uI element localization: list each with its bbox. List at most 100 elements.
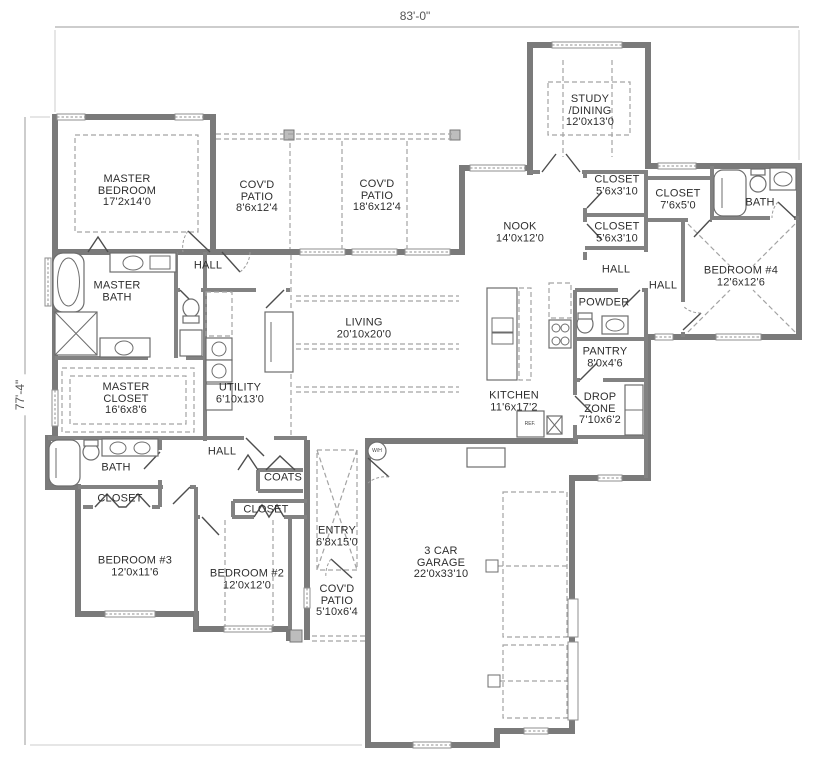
- overall-height-dimension: 77'-4": [13, 374, 27, 416]
- room-label-kitchen: KITCHEN 11'6x17'2: [489, 389, 539, 414]
- bath4-sink: [769, 167, 797, 191]
- room-label-nook: NOOK 14'0x12'0: [495, 220, 545, 245]
- room-name: 3 CAR: [424, 544, 458, 557]
- room-label-covd-patio-rear-large: COV'D PATIO 18'6x12'4: [353, 177, 401, 214]
- room-name: UTILITY: [218, 381, 262, 394]
- room-label-coats: COATS: [264, 472, 302, 484]
- room-label-hall-nook: HALL: [602, 264, 630, 276]
- room-label-closet-hall-upper: CLOSET 5'6x3'10: [594, 173, 640, 198]
- dashed-outlines: [61, 60, 796, 719]
- room-label-closet-bedroom3: CLOSET: [97, 493, 142, 505]
- room-name: CLOSET: [655, 187, 701, 200]
- room-size: 5'10x6'4: [316, 605, 358, 618]
- room-size: 17'2x14'0: [102, 195, 152, 208]
- room-name: BEDROOM: [97, 184, 157, 197]
- room-label-bedroom3: BEDROOM #3 12'0x11'6: [97, 554, 173, 579]
- room-name: PATIO: [360, 189, 394, 202]
- range: [548, 319, 572, 349]
- linen-cabinet: [179, 329, 203, 357]
- room-size: 16'6x8'6: [105, 403, 147, 416]
- room-label-garage: 3 CAR GARAGE 22'0x33'10: [413, 544, 469, 581]
- room-label-hall-bedroom4: HALL: [649, 280, 677, 292]
- room-name: HALL: [207, 445, 237, 458]
- room-name: BATH: [102, 291, 132, 303]
- room-size: 8'0x4'6: [587, 357, 623, 369]
- room-size: 12'0x12'0: [222, 579, 272, 591]
- room-size: 5'6x3'10: [596, 185, 638, 197]
- room-name: PANTRY: [582, 345, 628, 358]
- room-name: BEDROOM #3: [97, 554, 173, 567]
- room-label-master-bath: MASTER BATH: [93, 279, 141, 304]
- room-name: BATH: [745, 196, 775, 209]
- doors: [87, 153, 796, 579]
- room-name: CLOSET: [103, 392, 149, 405]
- room-size: 22'0x33'10: [413, 567, 469, 580]
- windows: [44, 41, 762, 749]
- hall-bath-tub: [48, 439, 81, 487]
- room-name: BEDROOM #2: [209, 567, 285, 580]
- room-name: COV'D: [319, 582, 355, 595]
- room-name: CLOSET: [243, 503, 289, 516]
- garage-door: [567, 641, 579, 721]
- room-label-master-closet: MASTER CLOSET 16'6x8'6: [102, 381, 149, 417]
- room-size: 5'6x3'10: [596, 232, 638, 244]
- hall-bath-vanity: [101, 438, 159, 457]
- room-name: COATS: [263, 471, 303, 484]
- water-heater: [367, 441, 387, 461]
- room-name: BEDROOM #4: [703, 264, 779, 277]
- room-name: NOOK: [503, 220, 537, 233]
- water-heater-label: W/H: [372, 448, 382, 454]
- room-size: 11'6x17'2: [490, 401, 538, 413]
- fireplace: [264, 311, 294, 373]
- room-label-powder: POWDER: [579, 297, 630, 309]
- room-size: 7'6x5'0: [660, 199, 696, 211]
- room-label-pantry: PANTRY 8'0x4'6: [582, 345, 628, 370]
- room-name: STUDY: [570, 92, 610, 105]
- garage-door: [567, 598, 579, 638]
- utility-sink: [205, 383, 233, 411]
- room-label-closet-hall-lower: CLOSET 5'6x3'10: [594, 221, 639, 245]
- room-label-bedroom2: BEDROOM #2 12'0x12'0: [209, 567, 285, 592]
- room-size: 6'8x15'0: [316, 536, 358, 548]
- dimension-lines: [24, 26, 800, 746]
- room-name: POWDER: [578, 296, 630, 309]
- room-name: HALL: [648, 279, 678, 292]
- room-size: 7'10x6'2: [579, 413, 621, 426]
- room-size: 14'0x12'0: [495, 232, 545, 244]
- room-name: KITCHEN: [489, 389, 539, 402]
- room-name: HALL: [193, 259, 223, 272]
- room-name: ZONE: [584, 402, 616, 415]
- room-label-closet-bedroom4: CLOSET 7'6x5'0: [655, 187, 701, 212]
- washer: [205, 337, 233, 361]
- room-size: 8'6x12'4: [236, 201, 278, 214]
- room-name: DROP: [583, 390, 617, 403]
- room-label-bedroom4: BEDROOM #4 12'6x12'6: [703, 264, 779, 289]
- room-name: COV'D: [359, 177, 395, 190]
- room-label-living: LIVING 20'10x20'0: [336, 316, 392, 341]
- room-size: 12'6x12'6: [716, 276, 766, 288]
- room-size: 20'10x20'0: [336, 328, 392, 340]
- room-name: LIVING: [345, 316, 383, 329]
- fixtures: [48, 167, 797, 721]
- exterior-walls: [45, 42, 802, 748]
- overall-width-dimension: 83'-0": [394, 9, 436, 23]
- room-label-utility: UTILITY 6'10x13'0: [216, 381, 264, 406]
- room-label-covd-patio-front: COV'D PATIO 5'10x6'4: [316, 582, 358, 619]
- room-name: MASTER: [93, 279, 141, 292]
- room-label-hall-bedrooms: HALL: [208, 446, 236, 458]
- interior-walls: [48, 166, 799, 629]
- room-name: /DINING: [568, 104, 612, 117]
- refrigerator: [516, 410, 545, 438]
- room-name: GARAGE: [416, 556, 466, 569]
- water-closet-toilet: [182, 298, 200, 318]
- room-label-bath-hall: BATH: [101, 462, 130, 474]
- room-name: HALL: [601, 263, 631, 276]
- room-name: PATIO: [240, 190, 274, 203]
- room-name: CLOSET: [97, 492, 143, 505]
- master-vanity-2: [99, 337, 151, 358]
- room-label-entry: ENTRY 6'8x15'0: [316, 525, 358, 549]
- room-name: CLOSET: [594, 173, 640, 186]
- garage-shelf: [466, 447, 506, 468]
